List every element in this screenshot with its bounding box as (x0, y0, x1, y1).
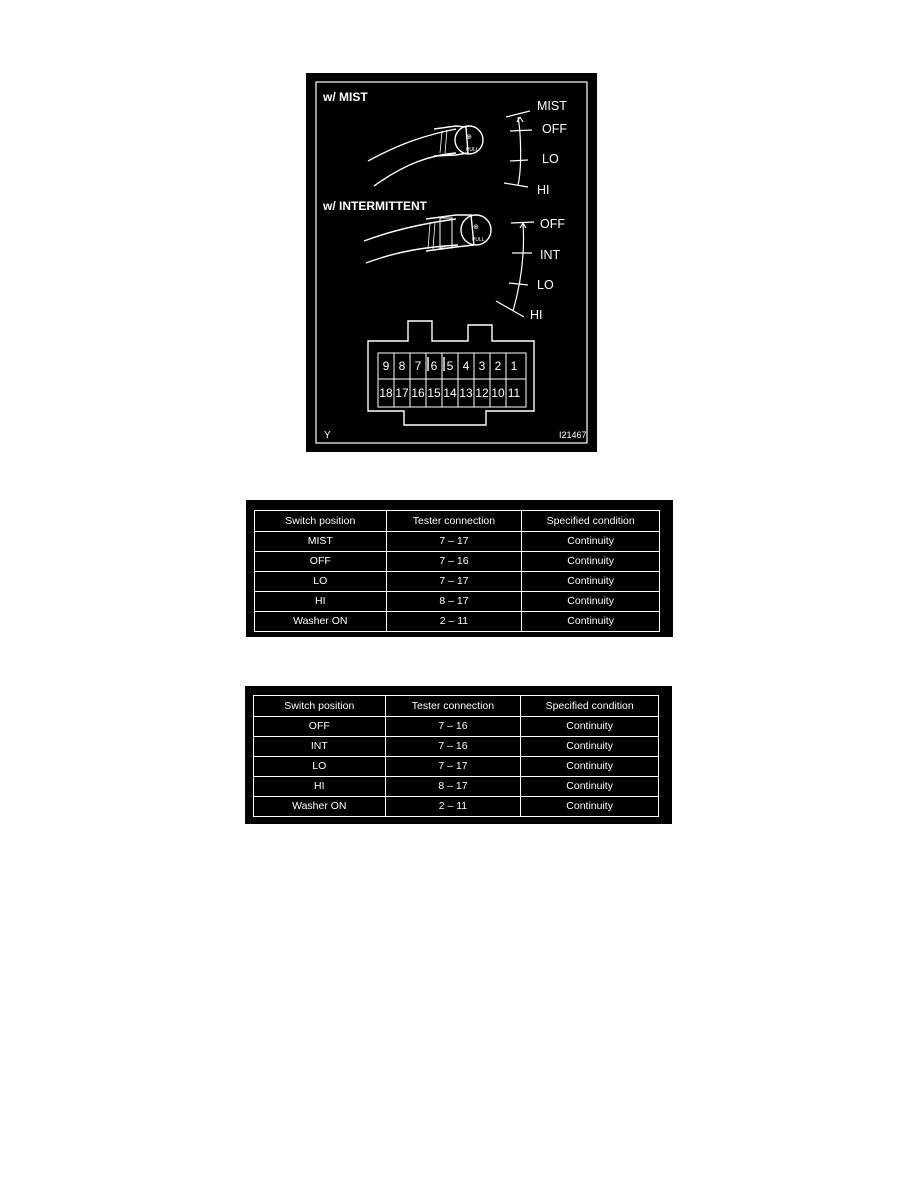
switch-position-cell: Washer ON (253, 796, 386, 817)
int-label-int: INT (540, 248, 561, 262)
specified-condition-cell: Continuity (521, 611, 660, 632)
pin-label: 18 (379, 386, 393, 400)
header-cell: Specified condition (520, 695, 659, 717)
tester-connection-cell: 7 – 16 (385, 551, 523, 572)
intermittent-title: w/ INTERMITTENT (323, 199, 427, 213)
pin-label: 12 (475, 386, 489, 400)
specified-condition-cell: Continuity (521, 571, 660, 592)
switch-position-cell: MIST (254, 531, 387, 552)
pin-label: 15 (427, 386, 441, 400)
switch-position-cell: LO (253, 756, 386, 777)
wiper-switch-diagram: ⊕ PULL ⊕ PULL (306, 73, 597, 452)
mist-label-hi: HI (537, 183, 550, 197)
tester-connection-cell: 2 – 11 (385, 611, 523, 632)
mist-lever-drawing: ⊕ PULL (367, 125, 484, 187)
switch-position-cell: Washer ON (254, 611, 387, 632)
intermittent-continuity-table: Switch position Tester connection Specif… (253, 695, 659, 817)
switch-position-cell: LO (254, 571, 387, 592)
intermittent-position-arc (495, 221, 535, 318)
mist-label-mist: MIST (537, 99, 567, 113)
connector-outline (367, 320, 535, 426)
pin-label: 16 (411, 386, 425, 400)
pin-label: 6 (430, 359, 438, 373)
intermittent-continuity-table-panel: Switch position Tester connection Specif… (245, 686, 672, 824)
mist-title: w/ MIST (323, 90, 368, 104)
pin-label: 2 (494, 359, 502, 373)
mist-continuity-table-panel: Switch position Tester connection Specif… (246, 500, 673, 637)
tester-connection-cell: 7 – 16 (384, 736, 522, 757)
tester-connection-cell: 7 – 17 (385, 571, 523, 592)
intermittent-lever-drawing: ⊕ PULL (363, 214, 492, 264)
pin-label: 13 (459, 386, 473, 400)
switch-position-cell: HI (253, 776, 386, 797)
specified-condition-cell: Continuity (520, 716, 659, 737)
specified-condition-cell: Continuity (520, 776, 659, 797)
table-row: LO 7 – 17 Continuity (254, 571, 660, 592)
table-row: LO 7 – 17 Continuity (253, 756, 659, 777)
header-cell: Switch position (254, 510, 387, 532)
table-row: HI 8 – 17 Continuity (254, 591, 660, 612)
header-cell: Switch position (253, 695, 386, 717)
table-row: OFF 7 – 16 Continuity (254, 551, 660, 572)
svg-text:PULL: PULL (466, 147, 479, 153)
table-header-row: Switch position Tester connection Specif… (254, 510, 660, 532)
pin-label: 5 (446, 359, 454, 373)
pin-label: 4 (462, 359, 470, 373)
pin-label: 9 (382, 359, 390, 373)
switch-position-cell: HI (254, 591, 387, 612)
pin-label: 10 (491, 386, 505, 400)
diagram-linework: ⊕ PULL ⊕ PULL (315, 81, 588, 444)
corner-code-left: Y (324, 430, 331, 441)
tester-connection-cell: 7 – 17 (385, 531, 523, 552)
specified-condition-cell: Continuity (521, 551, 660, 572)
header-cell: Specified condition (521, 510, 660, 532)
table-header-row: Switch position Tester connection Specif… (253, 695, 659, 717)
int-label-off: OFF (540, 217, 565, 231)
tester-connection-cell: 8 – 17 (385, 591, 523, 612)
int-label-hi: HI (530, 308, 543, 322)
tester-connection-cell: 8 – 17 (384, 776, 522, 797)
table-row: OFF 7 – 16 Continuity (253, 716, 659, 737)
switch-position-cell: OFF (253, 716, 386, 737)
pin-label: 7 (414, 359, 422, 373)
switch-position-cell: INT (253, 736, 386, 757)
header-cell: Tester connection (384, 695, 522, 717)
int-label-lo: LO (537, 278, 554, 292)
mist-label-off: OFF (542, 122, 567, 136)
switch-position-cell: OFF (254, 551, 387, 572)
svg-text:⊕: ⊕ (473, 224, 479, 231)
specified-condition-cell: Continuity (520, 756, 659, 777)
tester-connection-cell: 7 – 16 (384, 716, 522, 737)
header-cell: Tester connection (385, 510, 523, 532)
specified-condition-cell: Continuity (521, 531, 660, 552)
tester-connection-cell: 2 – 11 (384, 796, 522, 817)
figure-id: I21467 (559, 430, 587, 440)
pin-label: 11 (507, 386, 521, 400)
pin-label: 8 (398, 359, 406, 373)
svg-text:⊕: ⊕ (466, 134, 472, 141)
table-row: INT 7 – 16 Continuity (253, 736, 659, 757)
table-row: MIST 7 – 17 Continuity (254, 531, 660, 552)
specified-condition-cell: Continuity (520, 796, 659, 817)
svg-text:PULL: PULL (472, 237, 485, 243)
table-row: HI 8 – 17 Continuity (253, 776, 659, 797)
table-row: Washer ON 2 – 11 Continuity (253, 796, 659, 817)
tester-connection-cell: 7 – 17 (384, 756, 522, 777)
pin-label: 17 (395, 386, 409, 400)
pin-label: 14 (443, 386, 457, 400)
specified-condition-cell: Continuity (521, 591, 660, 612)
mist-label-lo: LO (542, 152, 559, 166)
mist-continuity-table: Switch position Tester connection Specif… (254, 510, 660, 632)
table-row: Washer ON 2 – 11 Continuity (254, 611, 660, 632)
pin-label: 1 (510, 359, 518, 373)
pin-label: 3 (478, 359, 486, 373)
specified-condition-cell: Continuity (520, 736, 659, 757)
mist-position-arc (503, 110, 533, 188)
